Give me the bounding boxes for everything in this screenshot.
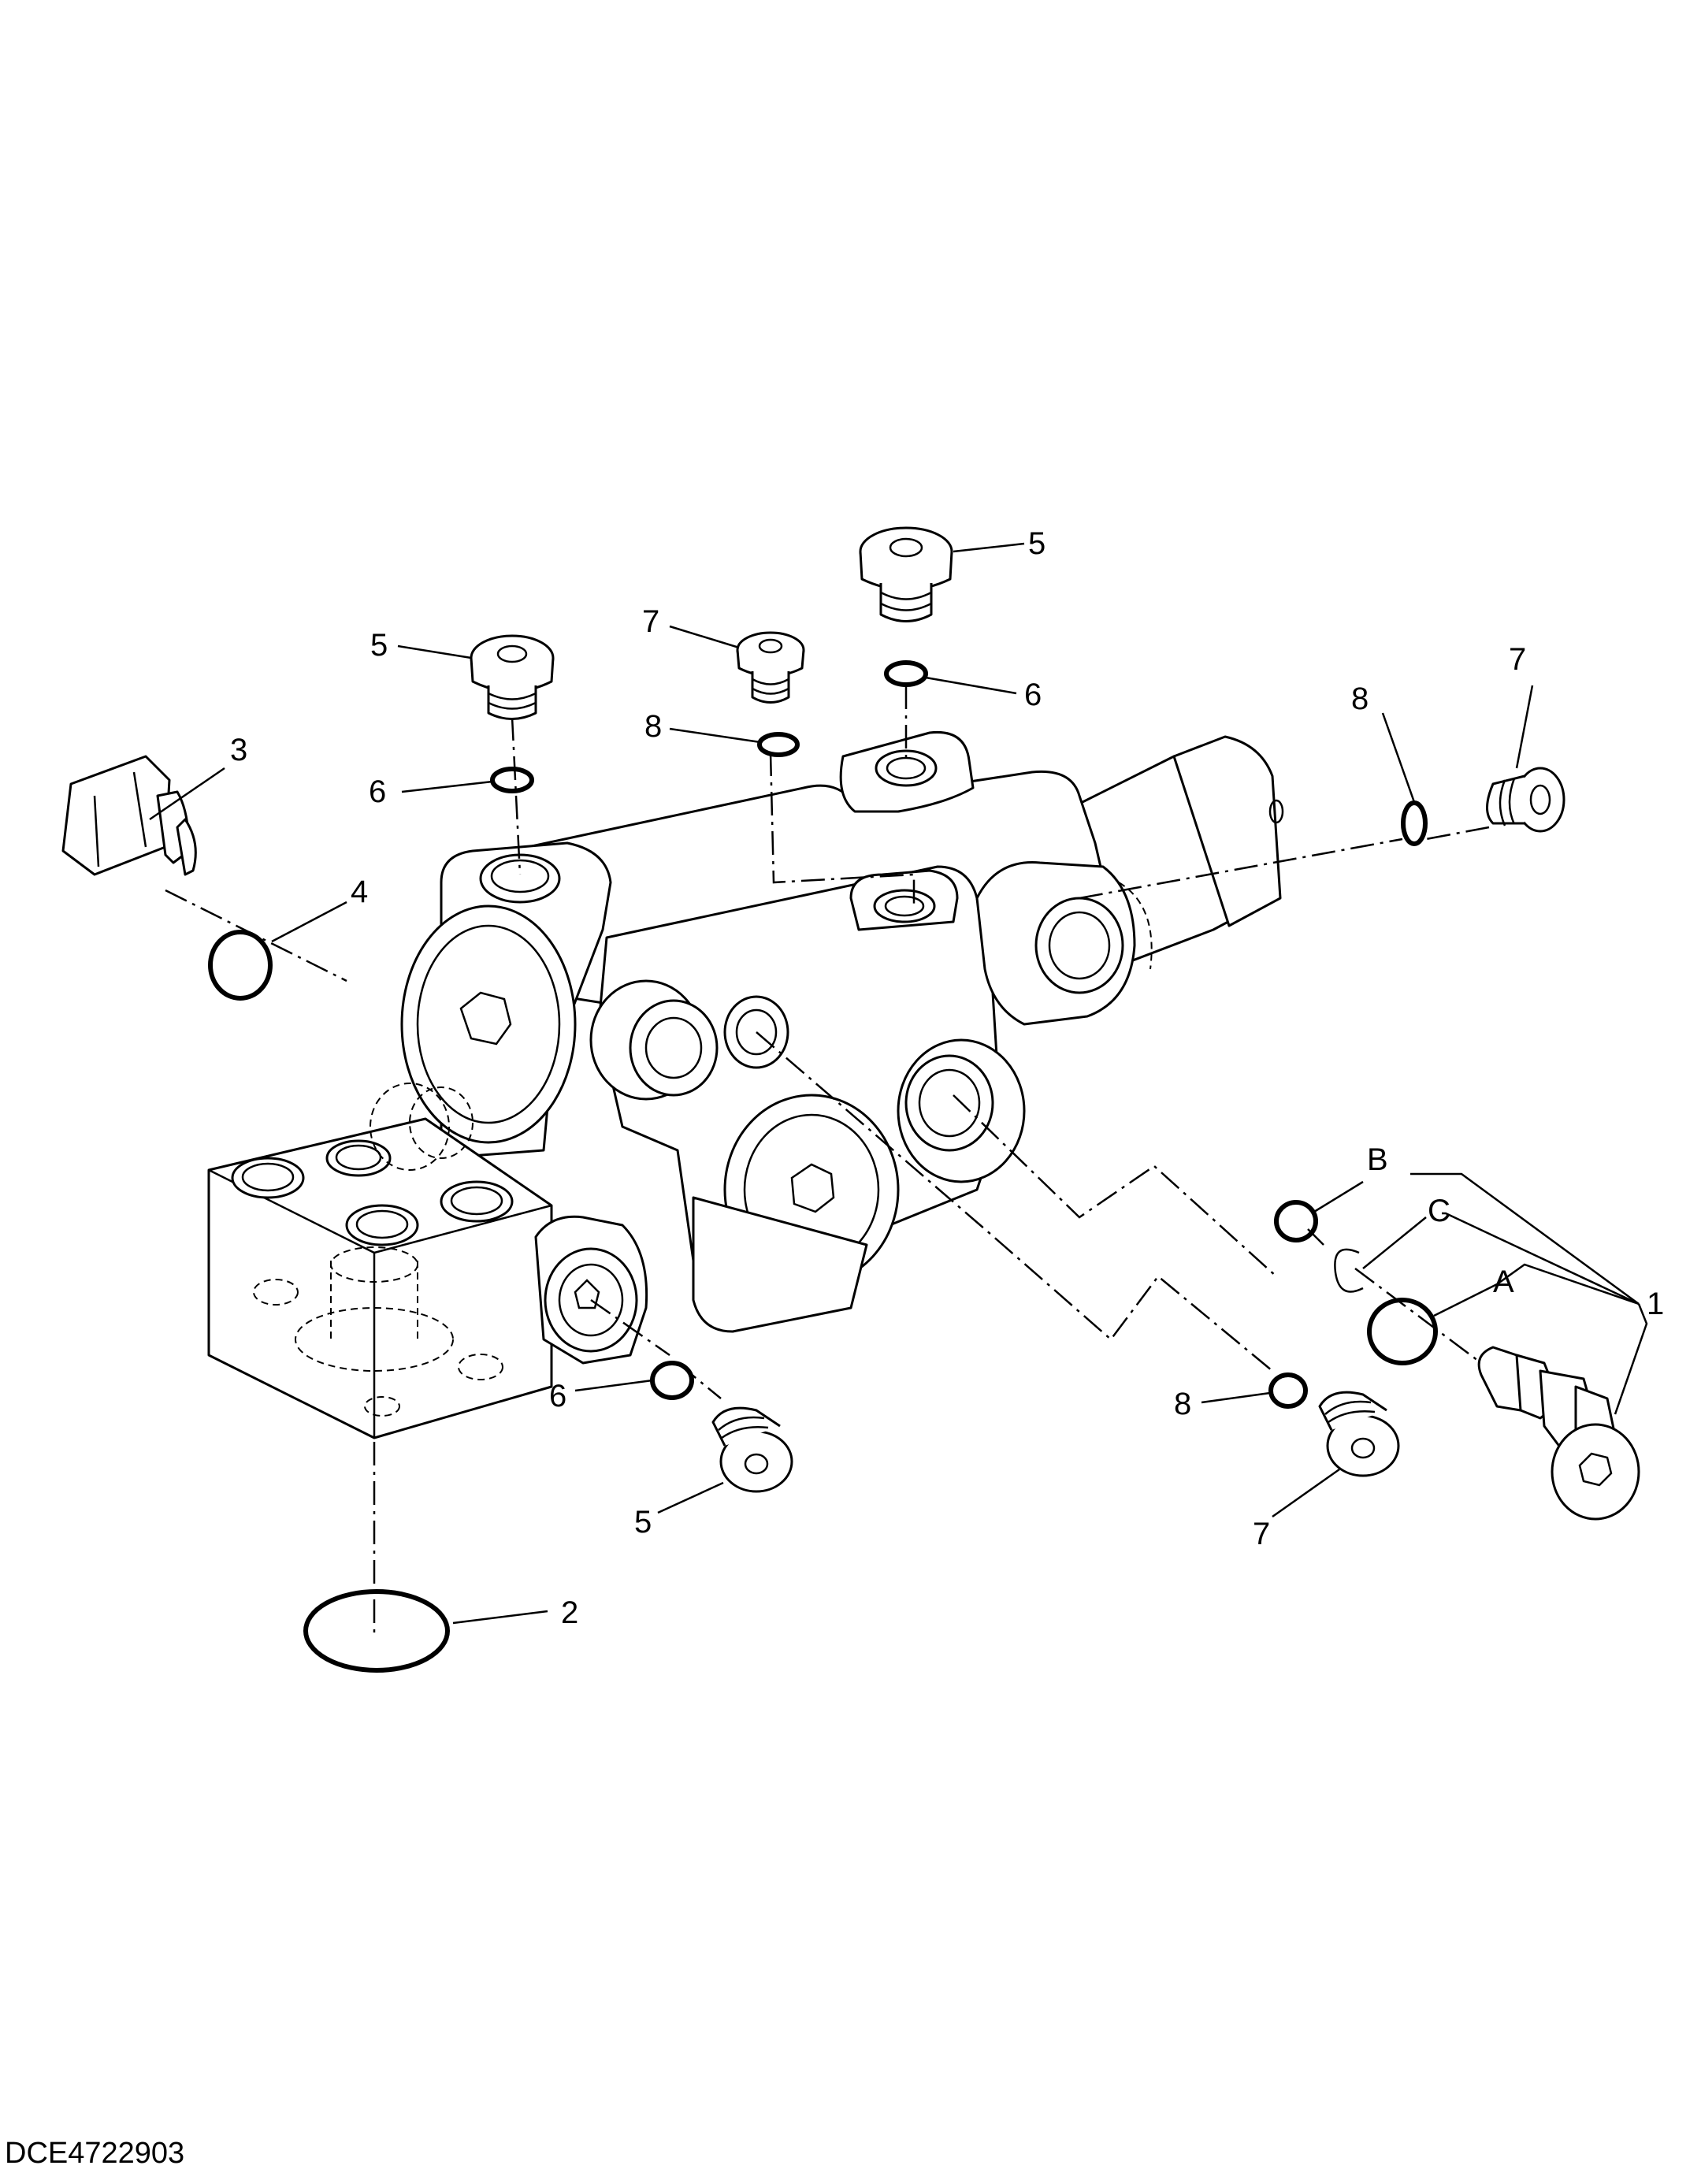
hex-plug-part-3 [61,755,197,876]
lower-port-boss [534,1215,648,1365]
o-ring-part-8-bottom [1268,1372,1308,1409]
socket-plug-part-5-top [859,526,953,622]
callout-C: C [1428,1194,1450,1228]
callout-8-top: 8 [644,709,662,744]
o-ring-part-4 [208,930,273,1001]
callout-5-left: 5 [370,628,388,663]
o-ring-part-A [1367,1298,1438,1365]
callout-2: 2 [561,1595,578,1630]
valve-body [400,730,1284,1333]
socket-plug-part-5-left [470,634,555,720]
callout-7-bottom: 7 [1253,1517,1270,1551]
o-rings [208,660,1438,1673]
callout-6-left: 6 [369,774,386,809]
o-ring-part-6-top [884,660,928,687]
relief-valve-part-1 [1477,1346,1640,1521]
callout-3: 3 [230,733,247,767]
callout-6-top: 6 [1024,678,1042,712]
mounting-flange [207,1083,553,1439]
socket-plug-part-7-right [1486,767,1565,833]
o-ring-part-6-left [490,767,534,793]
callout-B: B [1367,1142,1388,1177]
socket-plug-part-7-top [736,631,805,704]
axis-lines [165,685,1490,1639]
callout-4: 4 [351,875,368,909]
callout-5-top: 5 [1028,526,1045,561]
callout-6-bottom: 6 [549,1379,566,1413]
callout-7-right: 7 [1509,642,1526,677]
socket-plug-part-5-bottom [711,1406,793,1493]
o-ring-part-8-top [757,732,800,757]
document-id: DCE4722903 [5,2137,185,2170]
backup-ring-part-C [1334,1248,1364,1293]
callout-labels: 1 2 3 4 5 5 5 6 6 6 7 7 7 8 8 8 A B C [230,526,1664,1630]
o-ring-part-6-bottom [650,1361,694,1400]
o-ring-part-B [1274,1200,1318,1242]
leader-lines [149,542,1648,1625]
socket-plug-part-7-bottom [1318,1391,1400,1477]
callout-A: A [1493,1265,1514,1299]
callout-1: 1 [1647,1287,1664,1321]
callout-8-right: 8 [1351,682,1369,716]
callout-8-bottom: 8 [1174,1387,1191,1421]
callout-7-top: 7 [642,604,659,639]
o-ring-part-2 [303,1589,450,1673]
o-ring-part-8-right [1401,800,1428,846]
callout-5-bottom: 5 [634,1505,652,1540]
